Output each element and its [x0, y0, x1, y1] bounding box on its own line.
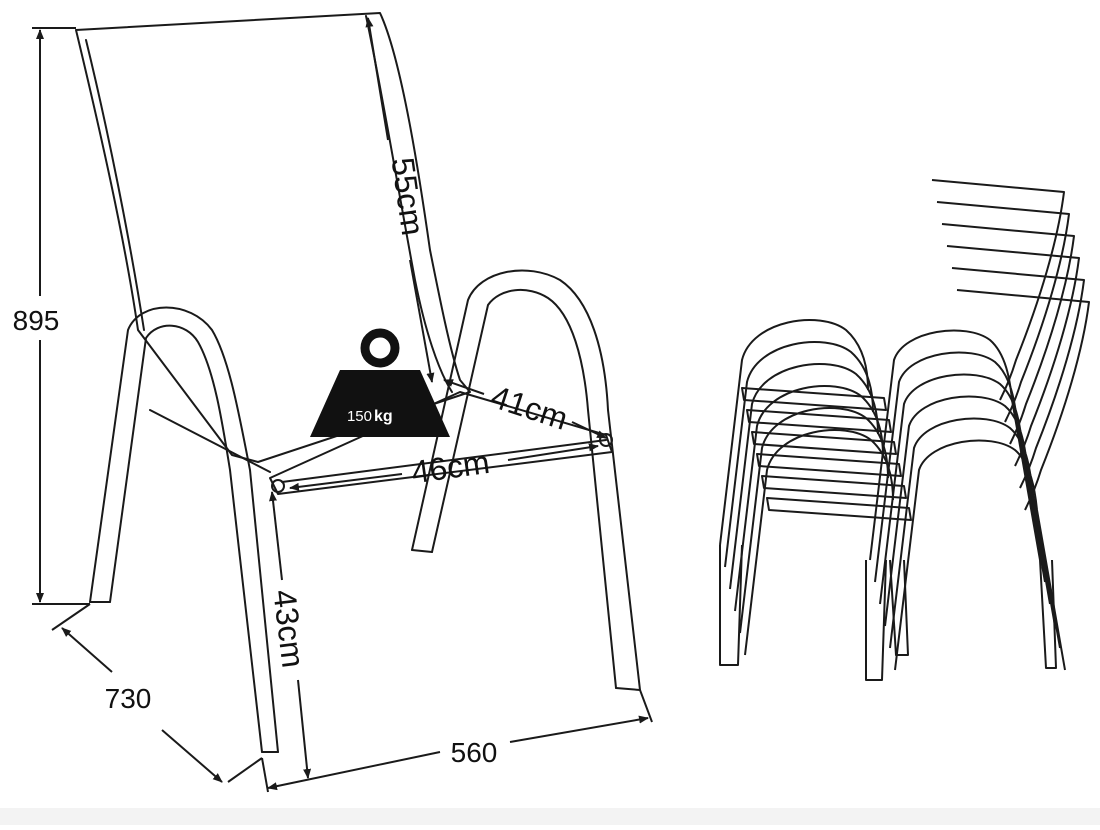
- seat-height-dimension-line-top: [269, 491, 283, 581]
- backrest-height-label: 55cm: [385, 155, 432, 237]
- depth-extension-left: [51, 603, 91, 631]
- seat-width-dimension-line-left: [289, 473, 403, 491]
- weight-body: [310, 370, 450, 437]
- right-front-foot: [615, 687, 641, 691]
- seat-height-dimension-line-bottom: [297, 679, 312, 779]
- width-total-label: 560: [451, 737, 498, 768]
- stacked-chairs-drawing: [719, 179, 1090, 681]
- seat-depth-label: 41cm: [487, 378, 573, 436]
- depth-extension-right: [227, 757, 263, 783]
- seat-width-dimension-line-right: [507, 443, 599, 461]
- seat-depth-dimension-line-left: [443, 379, 485, 395]
- right-armrest-frame: [411, 269, 641, 691]
- depth-dimension-line-upper: [61, 627, 113, 673]
- stacked-chair-leg: [1039, 559, 1057, 669]
- backrest-inner-edge: [85, 39, 145, 331]
- width-dimension-line-left: [267, 751, 441, 791]
- load-value-label: 150: [347, 408, 372, 425]
- left-armrest-frame: [89, 306, 279, 753]
- stacked-chair: [744, 289, 1090, 671]
- weight-handle-ring: [360, 328, 400, 368]
- left-armrest-frame-inner: [109, 324, 263, 753]
- backrest-panel: [75, 12, 471, 463]
- stacked-chair-leg: [889, 559, 909, 656]
- width-dimension-line-right: [509, 715, 649, 743]
- seat-side-rail: [149, 409, 271, 473]
- stacked-chair: [739, 267, 1085, 649]
- right-armrest-frame-inner: [431, 288, 617, 689]
- seat-height-label: 43cm: [266, 588, 311, 670]
- load-unit-label: kg: [374, 408, 393, 425]
- seat-depth-dimension-line-right: [571, 421, 607, 439]
- seat-bolt-left: [271, 479, 285, 493]
- backrest-dimension-line-top: [365, 17, 389, 141]
- right-leg-foot: [411, 549, 433, 553]
- dimension-lines: [32, 17, 653, 793]
- height-total-label: 895: [13, 305, 60, 336]
- bottom-strip: [0, 808, 1100, 825]
- depth-total-label: 730: [105, 683, 152, 714]
- depth-dimension-line-lower: [161, 729, 223, 783]
- seat-front-rail: [281, 439, 607, 483]
- seat-width-label: 46cm: [409, 444, 491, 491]
- stacked-chair-leg: [719, 544, 743, 666]
- stacked-chair-leg: [865, 559, 887, 681]
- backrest-dimension-line-bottom: [409, 259, 435, 383]
- load-weight-icon: 150 kg: [310, 328, 450, 437]
- width-extension-right: [639, 689, 653, 723]
- width-extension-left: [261, 757, 269, 793]
